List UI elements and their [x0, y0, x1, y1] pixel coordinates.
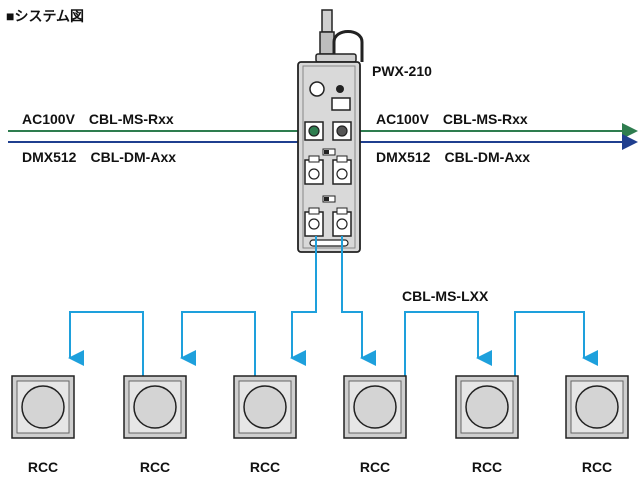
link-line-3 [180, 311, 256, 378]
pwx-210-device [297, 9, 364, 253]
device-model-label: PWX-210 [372, 63, 432, 79]
rcc-lens-icon [243, 385, 287, 429]
rcc-unit: RCC [11, 375, 75, 475]
bottom-handle [309, 239, 349, 247]
rcc-unit: RCC [343, 375, 407, 475]
link-line-1 [290, 236, 317, 366]
power-switch [331, 97, 351, 111]
mount-post [321, 9, 333, 33]
rcc-unit: RCC [565, 375, 629, 475]
rcc-lens-icon [133, 385, 177, 429]
rcc-label: RCC [582, 459, 612, 475]
link-cable-label: CBL-MS-LXX [402, 288, 489, 304]
rcc-lens-icon [575, 385, 619, 429]
link-line-2 [341, 236, 376, 366]
rcc-label: RCC [250, 459, 280, 475]
link-line-5 [404, 311, 492, 378]
rcc-lens-icon [353, 385, 397, 429]
rcc-unit: RCC [123, 375, 187, 475]
link-line-6 [514, 311, 598, 378]
rcc-unit: RCC [233, 375, 297, 475]
status-led-icon [336, 85, 344, 93]
rcc-label: RCC [28, 459, 58, 475]
rcc-label: RCC [140, 459, 170, 475]
rcc-unit: RCC [455, 375, 519, 475]
diagram-title: ■システム図 [6, 8, 84, 24]
indicator-lamp [309, 81, 325, 97]
rcc-units: RCC RCC RCC RCC RCC RCC [11, 375, 629, 475]
rcc-label: RCC [360, 459, 390, 475]
rcc-lens-icon [21, 385, 65, 429]
left-dmx-label: DMX512 CBL-DM-Axx [22, 149, 176, 165]
left-power-label: AC100V CBL-MS-Rxx [22, 111, 174, 127]
right-dmx-label: DMX512 CBL-DM-Axx [376, 149, 530, 165]
hanger-hook [332, 30, 364, 62]
rcc-label: RCC [472, 459, 502, 475]
rcc-lens-icon [465, 385, 509, 429]
link-cables [68, 236, 598, 378]
link-line-4 [68, 311, 144, 378]
right-power-label: AC100V CBL-MS-Rxx [376, 111, 528, 127]
